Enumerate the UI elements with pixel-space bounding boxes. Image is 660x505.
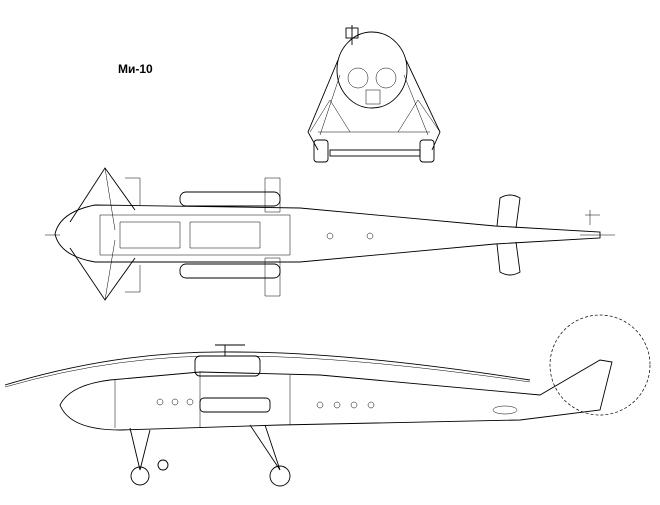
top-view [45,167,615,301]
front-view [307,25,441,163]
drawing-title: Ми-10 [118,62,153,76]
side-view [4,314,651,487]
